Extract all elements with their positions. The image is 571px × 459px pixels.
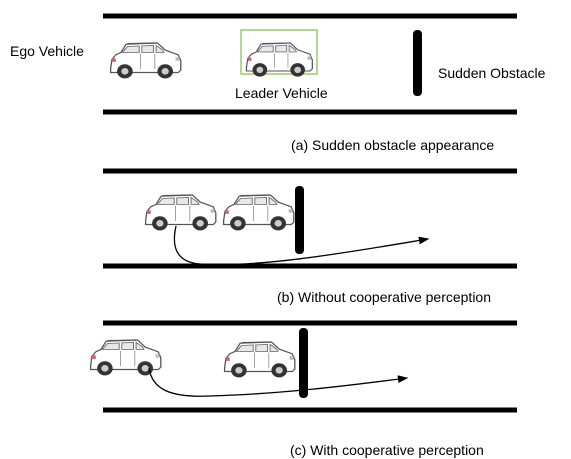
ego-vehicle-label: Ego Vehicle: [10, 43, 84, 59]
sudden-obstacle-label: Sudden Obstacle: [438, 65, 546, 81]
ego-car-icon: [89, 339, 162, 377]
obstacle-bar: [299, 328, 308, 398]
ego-car-icon: [109, 42, 182, 80]
leader-highlight-box: [240, 29, 318, 75]
panel-a: Ego Vehicle Leader Vehicle Sudden Obstac…: [10, 13, 546, 153]
caption-a: (a) Sudden obstacle appearance: [291, 137, 494, 153]
leader-car-icon: [223, 341, 296, 379]
leader-car-icon: [245, 42, 313, 78]
trajectory-arrow: [173, 225, 430, 266]
ego-car-icon: [144, 194, 217, 232]
panel-b: (b) Without cooperative perception: [103, 168, 517, 305]
leader-vehicle-label: Leader Vehicle: [235, 85, 328, 101]
caption-b: (b) Without cooperative perception: [277, 289, 491, 305]
leader-car-icon: [222, 194, 295, 232]
caption-c: (c) With cooperative perception: [290, 442, 484, 458]
obstacle-bar: [295, 186, 304, 254]
sudden-obstacle-bar: [413, 30, 422, 96]
panel-c: (c) With cooperative perception: [89, 320, 517, 458]
trajectory-arrow: [148, 367, 409, 397]
